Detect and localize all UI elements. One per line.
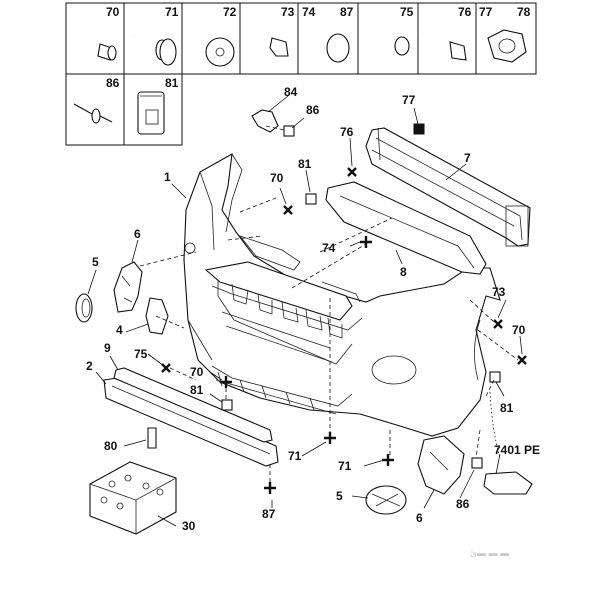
legend-num-87: 87 [340, 5, 354, 19]
callout-6-upper: 6 [134, 227, 141, 241]
legend-num-81: 81 [165, 76, 179, 90]
callout-labels: 1 6 5 4 84 86 77 76 7 81 70 74 8 73 70 9… [86, 85, 540, 533]
marker-76 [347, 167, 357, 177]
callout-81-right: 81 [500, 401, 514, 415]
legend-numbers: 70 71 72 73 74 87 75 76 77 78 86 81 [106, 5, 531, 90]
fog-light-cover-left [75, 293, 93, 323]
legend-num-72: 72 [223, 5, 237, 19]
callout-77: 77 [402, 93, 416, 107]
callout-84: 84 [284, 85, 298, 99]
legend-num-78: 78 [517, 5, 531, 19]
callout-7: 7 [464, 151, 471, 165]
leader-lines [87, 95, 523, 527]
callout-70-top: 70 [270, 171, 284, 185]
item-81-square-left [221, 399, 233, 411]
side-bracket-lower-left [417, 435, 465, 495]
callout-76: 76 [340, 125, 354, 139]
legend-num-75: 75 [400, 5, 414, 19]
marker-87 [264, 482, 276, 494]
callout-70-right: 70 [512, 323, 526, 337]
clip-81-icon [137, 91, 165, 135]
marker-73 [493, 319, 503, 329]
legend-num-76: 76 [458, 5, 472, 19]
callout-81-top: 81 [298, 157, 312, 171]
bolt-76-icon [423, 30, 467, 61]
fog-light-cover-bottom [365, 485, 407, 515]
legend-num-77: 77 [479, 5, 493, 19]
item-86-square [283, 125, 295, 137]
bracket-84 [251, 109, 279, 133]
callout-6-lower: 6 [416, 511, 423, 525]
screw-73-icon [249, 28, 289, 57]
marker-70-left [220, 376, 232, 388]
item-77-square [413, 123, 425, 135]
marker-70-top [283, 205, 293, 215]
callout-5-bottom: 5 [336, 489, 343, 503]
clip-kit-30 [89, 461, 177, 535]
callout-87: 87 [262, 507, 276, 521]
upper-strip [113, 367, 273, 443]
legend-num-86: 86 [106, 76, 120, 90]
callout-81-left: 81 [190, 383, 204, 397]
callout-1: 1 [164, 170, 171, 184]
screw-74-icon [305, 28, 350, 63]
bumper-reinforcement-beam [365, 127, 531, 247]
bumper-absorber [325, 181, 487, 275]
callout-2: 2 [86, 359, 93, 373]
item-86-square-bottom [471, 457, 483, 469]
legend-num-73: 73 [281, 5, 295, 19]
clip-80 [147, 427, 157, 449]
callout-74: 74 [322, 241, 336, 255]
callout-30: 30 [182, 519, 196, 533]
watermark-text: ئ▬ ▬ ▬ [470, 548, 509, 558]
callout-70-left: 70 [190, 365, 204, 379]
callout-86-top: 86 [306, 103, 320, 117]
callout-4: 4 [116, 323, 123, 337]
callout-8: 8 [400, 265, 407, 279]
bolt-70-icon [73, 37, 117, 61]
bolt-71-icon [133, 35, 177, 66]
legend-num-71: 71 [165, 5, 179, 19]
rivet-86-icon [73, 103, 113, 124]
callout-9: 9 [104, 341, 111, 355]
callout-71-left: 71 [288, 449, 302, 463]
item-81-square-right [489, 371, 501, 383]
legend-num-70: 70 [106, 5, 120, 19]
front-bumper-shell [183, 152, 501, 437]
legend-num-74: 74 [302, 5, 316, 19]
callout-7401-pe: 7401 PE [494, 443, 540, 457]
callout-73: 73 [492, 285, 506, 299]
sensor-bracket-7401 [483, 471, 533, 495]
callout-71-right: 71 [338, 459, 352, 473]
square-items [221, 123, 501, 469]
callout-75: 75 [134, 347, 148, 361]
marker-74 [360, 236, 372, 248]
item-81-square-top [305, 193, 317, 205]
fastener-legend-table [65, 2, 537, 146]
callout-86-bottom: 86 [456, 497, 470, 511]
clip-72-icon [195, 36, 235, 67]
callout-5-left: 5 [92, 255, 99, 269]
nut-77-78-icon [487, 29, 527, 63]
screw-75-icon [365, 24, 410, 56]
callout-80: 80 [104, 439, 118, 453]
side-bracket-right [113, 261, 143, 313]
marker-70-right [517, 355, 527, 365]
fastener-markers [161, 167, 527, 494]
